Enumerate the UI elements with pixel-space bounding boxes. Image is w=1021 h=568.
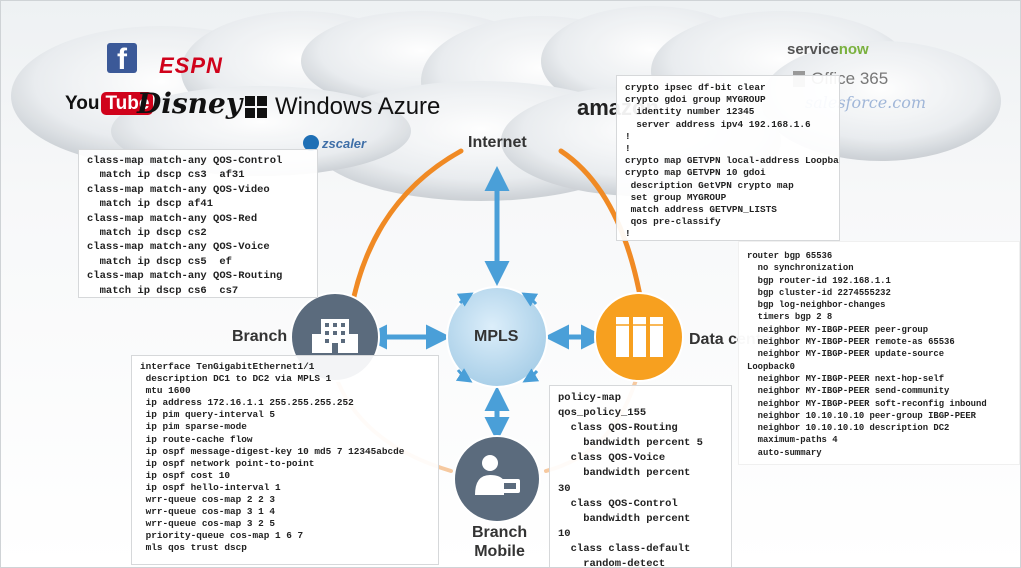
branch-mobile-line2: Mobile	[474, 543, 525, 560]
windows-icon	[245, 96, 267, 118]
qos-policy-map-config: policy-map qos_policy_155 class QOS-Rout…	[549, 385, 732, 567]
branch-label: Branch	[232, 328, 288, 345]
internet-label: Internet	[468, 134, 527, 151]
interface-config: interface TenGigabitEthernet1/1 descript…	[131, 355, 439, 565]
link-internet-datacenter	[558, 148, 644, 304]
servicenow-now: now	[838, 41, 869, 58]
mpls-label: MPLS	[474, 328, 519, 345]
youtube-logo-tube: Tube	[101, 92, 154, 115]
server-rack-icon	[616, 317, 663, 357]
zscaler-text: zscaler	[322, 135, 367, 151]
datacenter-node	[594, 292, 684, 382]
zscaler-logo: zscaler	[303, 135, 366, 151]
mobile-node	[453, 435, 541, 523]
qos-class-map-config: class-map match-any QOS-Control match ip…	[78, 149, 318, 298]
wan-links	[348, 148, 644, 314]
youtube-logo-you: You	[65, 93, 100, 114]
servicenow-service: service	[787, 41, 839, 58]
windows-azure-logo: Windows Azure	[245, 93, 440, 121]
disney-logo: Disney	[137, 87, 243, 120]
link-internet-branch	[348, 148, 464, 314]
branch-mobile-label: Branch Mobile	[472, 523, 527, 561]
bgp-router-config: router bgp 65536 no synchronization bgp …	[738, 241, 1020, 465]
branch-mobile-line1: Branch	[472, 524, 528, 541]
zscaler-icon	[303, 135, 319, 151]
windows-azure-text: Windows Azure	[275, 93, 441, 120]
getvpn-crypto-config: crypto ipsec df-bit clear crypto gdoi gr…	[616, 75, 840, 241]
facebook-logo: f	[107, 43, 137, 76]
mpls-node	[446, 286, 548, 388]
mobile-user-icon	[475, 455, 520, 495]
servicenow-logo: servicenow	[787, 41, 869, 58]
espn-logo: ESPN	[159, 53, 223, 78]
mpls-arrows	[362, 166, 606, 442]
